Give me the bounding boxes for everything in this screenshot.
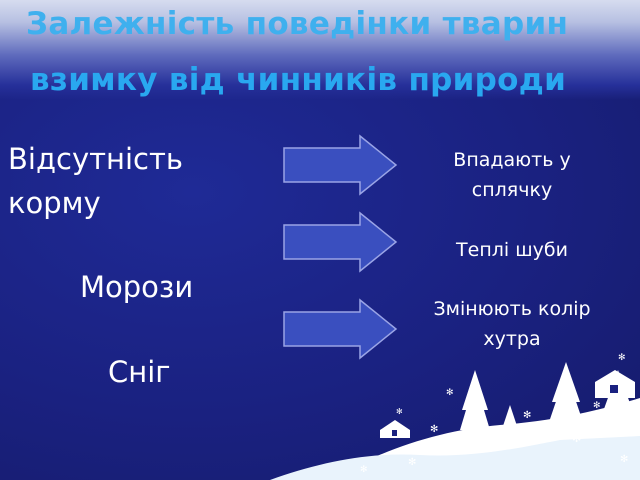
effect-fur-color: Змінюють колір хутра (412, 294, 612, 355)
effect-hibernation-line2: сплячку (471, 179, 553, 202)
slide-title-line1: Залежність поведінки тварин (26, 6, 569, 42)
effect-hibernation-line1: Впадають у (453, 149, 571, 171)
effect-warm-fur: Теплі шуби (456, 239, 568, 261)
right-arrow-icon (283, 298, 398, 360)
effect-fur-color-line2: хутра (483, 328, 541, 351)
svg-text:✻: ✻ (396, 407, 403, 416)
svg-text:✻: ✻ (534, 433, 542, 443)
cause-no-food: Відсутність корму (8, 138, 183, 225)
effect-fur-color-line1: Змінюють колір (433, 298, 591, 320)
svg-text:✻: ✻ (430, 424, 438, 435)
svg-text:✻: ✻ (408, 457, 416, 468)
svg-text:✻: ✻ (618, 353, 626, 363)
right-arrow-icon (283, 211, 398, 273)
svg-text:✻: ✻ (572, 432, 581, 445)
right-arrow-icon (283, 134, 398, 196)
cause-no-food-line2: корму (8, 185, 101, 220)
svg-text:✻: ✻ (593, 401, 601, 411)
cause-snow: Сніг (108, 355, 171, 389)
cause-frost: Морози (80, 270, 194, 304)
title-band (0, 0, 640, 100)
svg-text:✻: ✻ (523, 410, 531, 421)
svg-text:✻: ✻ (620, 454, 628, 465)
effect-hibernation: Впадають у сплячку (432, 145, 592, 206)
cause-no-food-line1: Відсутність (8, 142, 183, 176)
svg-text:✻: ✻ (446, 388, 454, 398)
slide-title-line2: взимку від чинників природи (30, 62, 567, 98)
svg-text:✻: ✻ (360, 465, 368, 475)
